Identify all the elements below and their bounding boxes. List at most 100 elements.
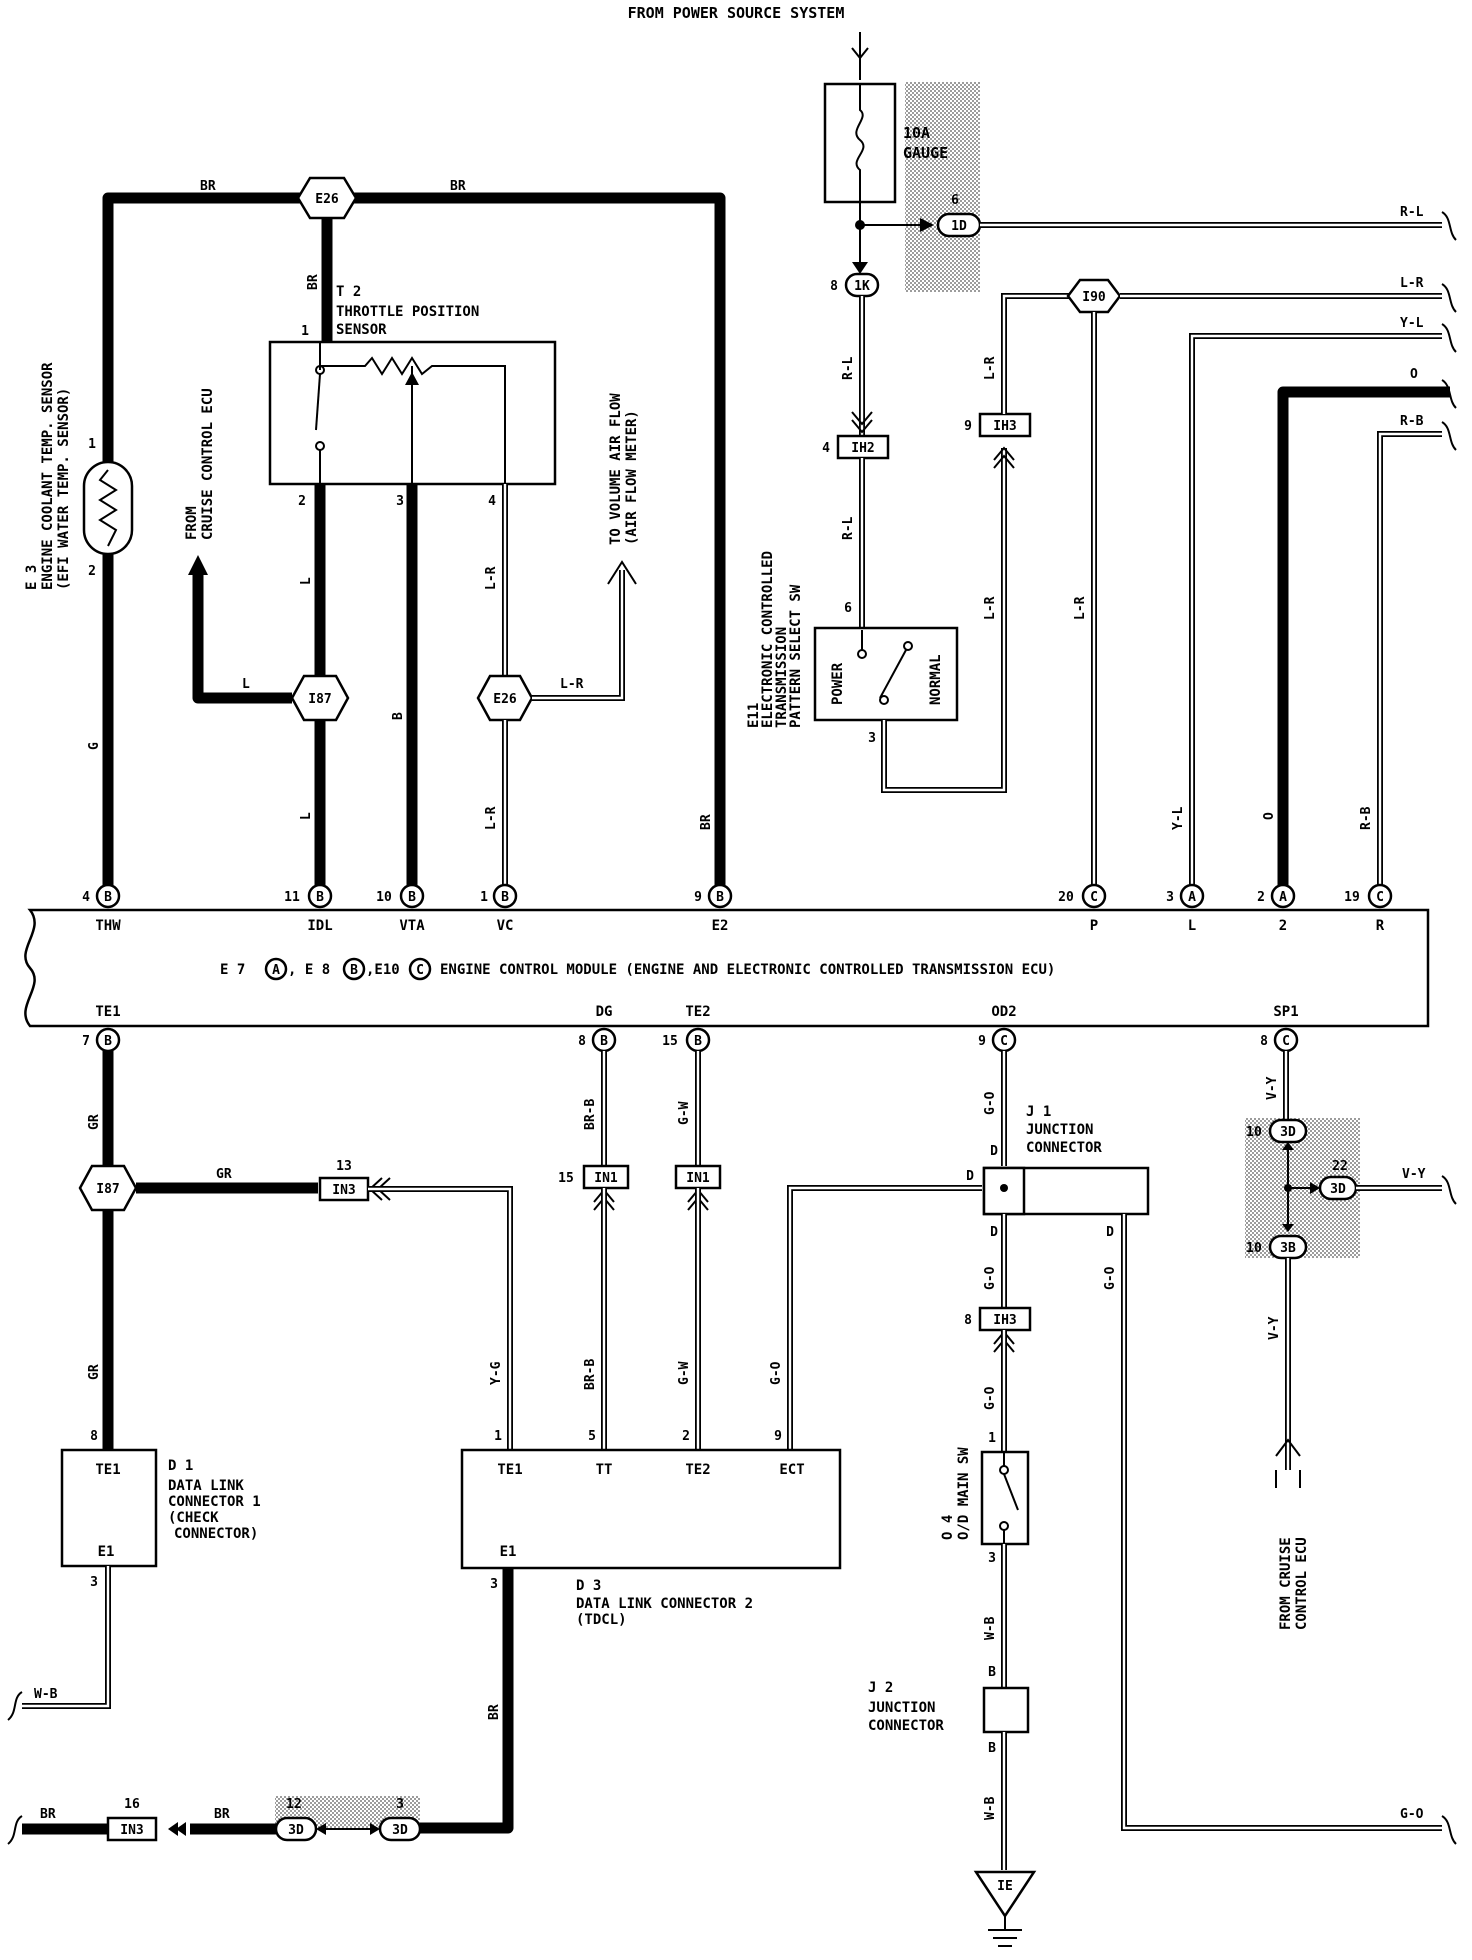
svg-text:8: 8	[1260, 1034, 1268, 1049]
svg-text:BR: BR	[214, 1807, 230, 1822]
svg-text:I90: I90	[1082, 290, 1106, 305]
connector-ih2: IH2	[836, 434, 890, 460]
svg-text:R-L: R-L	[841, 356, 856, 380]
svg-text:10: 10	[1246, 1125, 1262, 1140]
svg-text:G-O: G-O	[1400, 1807, 1424, 1822]
svg-text:VC: VC	[497, 918, 514, 934]
svg-text:O: O	[1262, 812, 1277, 820]
svg-text:2: 2	[88, 564, 96, 579]
svg-text:D 1: D 1	[168, 1458, 193, 1474]
svg-text:L-R: L-R	[983, 356, 998, 380]
connector-1d: 1D	[936, 212, 982, 238]
svg-text:L-R: L-R	[560, 677, 584, 692]
connector-e26-top: E26	[296, 176, 358, 220]
svg-text:C: C	[1376, 890, 1384, 905]
svg-text:15: 15	[662, 1034, 678, 1049]
svg-text:L-R: L-R	[484, 806, 499, 830]
svg-text:CONNECTOR: CONNECTOR	[1026, 1140, 1102, 1156]
svg-text:B: B	[600, 1034, 608, 1049]
svg-text:Y-L: Y-L	[1400, 316, 1424, 331]
svg-text:G-O: G-O	[983, 1266, 998, 1290]
svg-text:L-R: L-R	[1400, 276, 1424, 291]
svg-text:B: B	[316, 890, 324, 905]
svg-text:BR-B: BR-B	[583, 1099, 598, 1130]
svg-text:3D: 3D	[392, 1823, 408, 1838]
switch-o4-od-main	[980, 1450, 1030, 1546]
ecm-label: E 7 A , E 8 B ,E10 C ENGINE CONTROL MODU…	[220, 957, 1055, 981]
svg-text:FROM: FROM	[184, 506, 200, 540]
svg-text:IH3: IH3	[993, 419, 1016, 434]
ecm-box	[24, 908, 1430, 1028]
svg-text:POWER: POWER	[830, 662, 846, 705]
svg-text:3: 3	[1166, 890, 1174, 905]
svg-text:R-L: R-L	[841, 516, 856, 540]
svg-text:BR: BR	[450, 179, 466, 194]
svg-text:GR: GR	[87, 1364, 102, 1380]
svg-text:G-O: G-O	[769, 1361, 784, 1385]
svg-text:ECT: ECT	[779, 1462, 804, 1478]
svg-text:8: 8	[90, 1429, 98, 1444]
svg-text:TO VOLUME AIR FLOW: TO VOLUME AIR FLOW	[608, 393, 624, 545]
svg-text:C: C	[1090, 890, 1098, 905]
connector-in3-13: IN3	[318, 1176, 370, 1202]
svg-text:7: 7	[82, 1034, 90, 1049]
svg-text:20: 20	[1058, 890, 1074, 905]
ecm-bottom-pins: B 7 B 8 B 15 C 9 C 8	[82, 1027, 1299, 1053]
svg-text:A: A	[272, 963, 280, 978]
svg-text:A: A	[1188, 890, 1196, 905]
connector-in3-16: IN3	[106, 1816, 158, 1842]
svg-text:(EFI WATER TEMP. SENSOR): (EFI WATER TEMP. SENSOR)	[56, 388, 72, 590]
svg-text:E1: E1	[500, 1544, 517, 1560]
t2-id: T 2	[336, 284, 361, 300]
connector-i90: I90	[1066, 278, 1122, 314]
svg-text:D 3: D 3	[576, 1578, 601, 1594]
svg-text:B: B	[501, 890, 509, 905]
svg-text:W-B: W-B	[34, 1687, 58, 1702]
svg-text:OD2: OD2	[991, 1004, 1016, 1020]
svg-text:B: B	[988, 1665, 996, 1680]
svg-text:4: 4	[822, 441, 830, 456]
svg-text:B: B	[350, 963, 358, 978]
svg-text:THROTTLE POSITION: THROTTLE POSITION	[336, 304, 479, 320]
svg-text:1: 1	[480, 890, 488, 905]
svg-text:3: 3	[490, 1577, 498, 1592]
connector-i87-bottom: I87	[78, 1164, 138, 1212]
svg-text:J 2: J 2	[868, 1680, 893, 1696]
svg-text:E1: E1	[98, 1544, 115, 1560]
svg-text:CONNECTOR: CONNECTOR	[868, 1718, 944, 1734]
svg-text:12: 12	[286, 1797, 302, 1812]
svg-text:6: 6	[951, 193, 959, 208]
data-link-connector-d3: TE1 TT TE2 ECT E1	[460, 1448, 842, 1570]
svg-text:13: 13	[336, 1159, 352, 1174]
connector-ih3-lower: IH3	[978, 1306, 1032, 1332]
svg-text:D: D	[990, 1144, 998, 1159]
svg-text:GR: GR	[87, 1114, 102, 1130]
svg-text:D: D	[990, 1225, 998, 1240]
svg-text:DATA LINK CONNECTOR 2: DATA LINK CONNECTOR 2	[576, 1596, 753, 1612]
connector-3d-22: 3D	[1318, 1175, 1358, 1201]
svg-text:THW: THW	[95, 918, 121, 934]
svg-text:R-L: R-L	[1400, 205, 1424, 220]
svg-text:BR: BR	[40, 1807, 56, 1822]
svg-text:1K: 1K	[854, 279, 870, 294]
e11-id: E11	[746, 703, 762, 728]
svg-text:1: 1	[301, 324, 309, 339]
connector-3d-left: 3D	[274, 1816, 318, 1842]
svg-text:CONNECTOR): CONNECTOR)	[174, 1526, 258, 1542]
svg-text:TE2: TE2	[685, 1462, 710, 1478]
connector-3b: 3B	[1268, 1234, 1308, 1260]
svg-text:3D: 3D	[288, 1823, 304, 1838]
shade-fuse-zone	[905, 82, 980, 292]
sensor-t2-throttle-position	[268, 340, 557, 486]
svg-text:IH3: IH3	[993, 1313, 1016, 1328]
svg-text:IN1: IN1	[594, 1171, 618, 1186]
svg-text:DATA LINK: DATA LINK	[168, 1478, 244, 1494]
svg-text:FROM CRUISE: FROM CRUISE	[1278, 1537, 1294, 1630]
svg-text:4: 4	[488, 494, 496, 509]
svg-text:3: 3	[868, 731, 876, 746]
svg-text:L: L	[299, 577, 314, 585]
svg-text:TRANSMISSION: TRANSMISSION	[774, 627, 790, 728]
svg-text:1: 1	[494, 1429, 502, 1444]
svg-text:D: D	[1106, 1225, 1114, 1240]
svg-text:JUNCTION: JUNCTION	[1026, 1122, 1093, 1138]
